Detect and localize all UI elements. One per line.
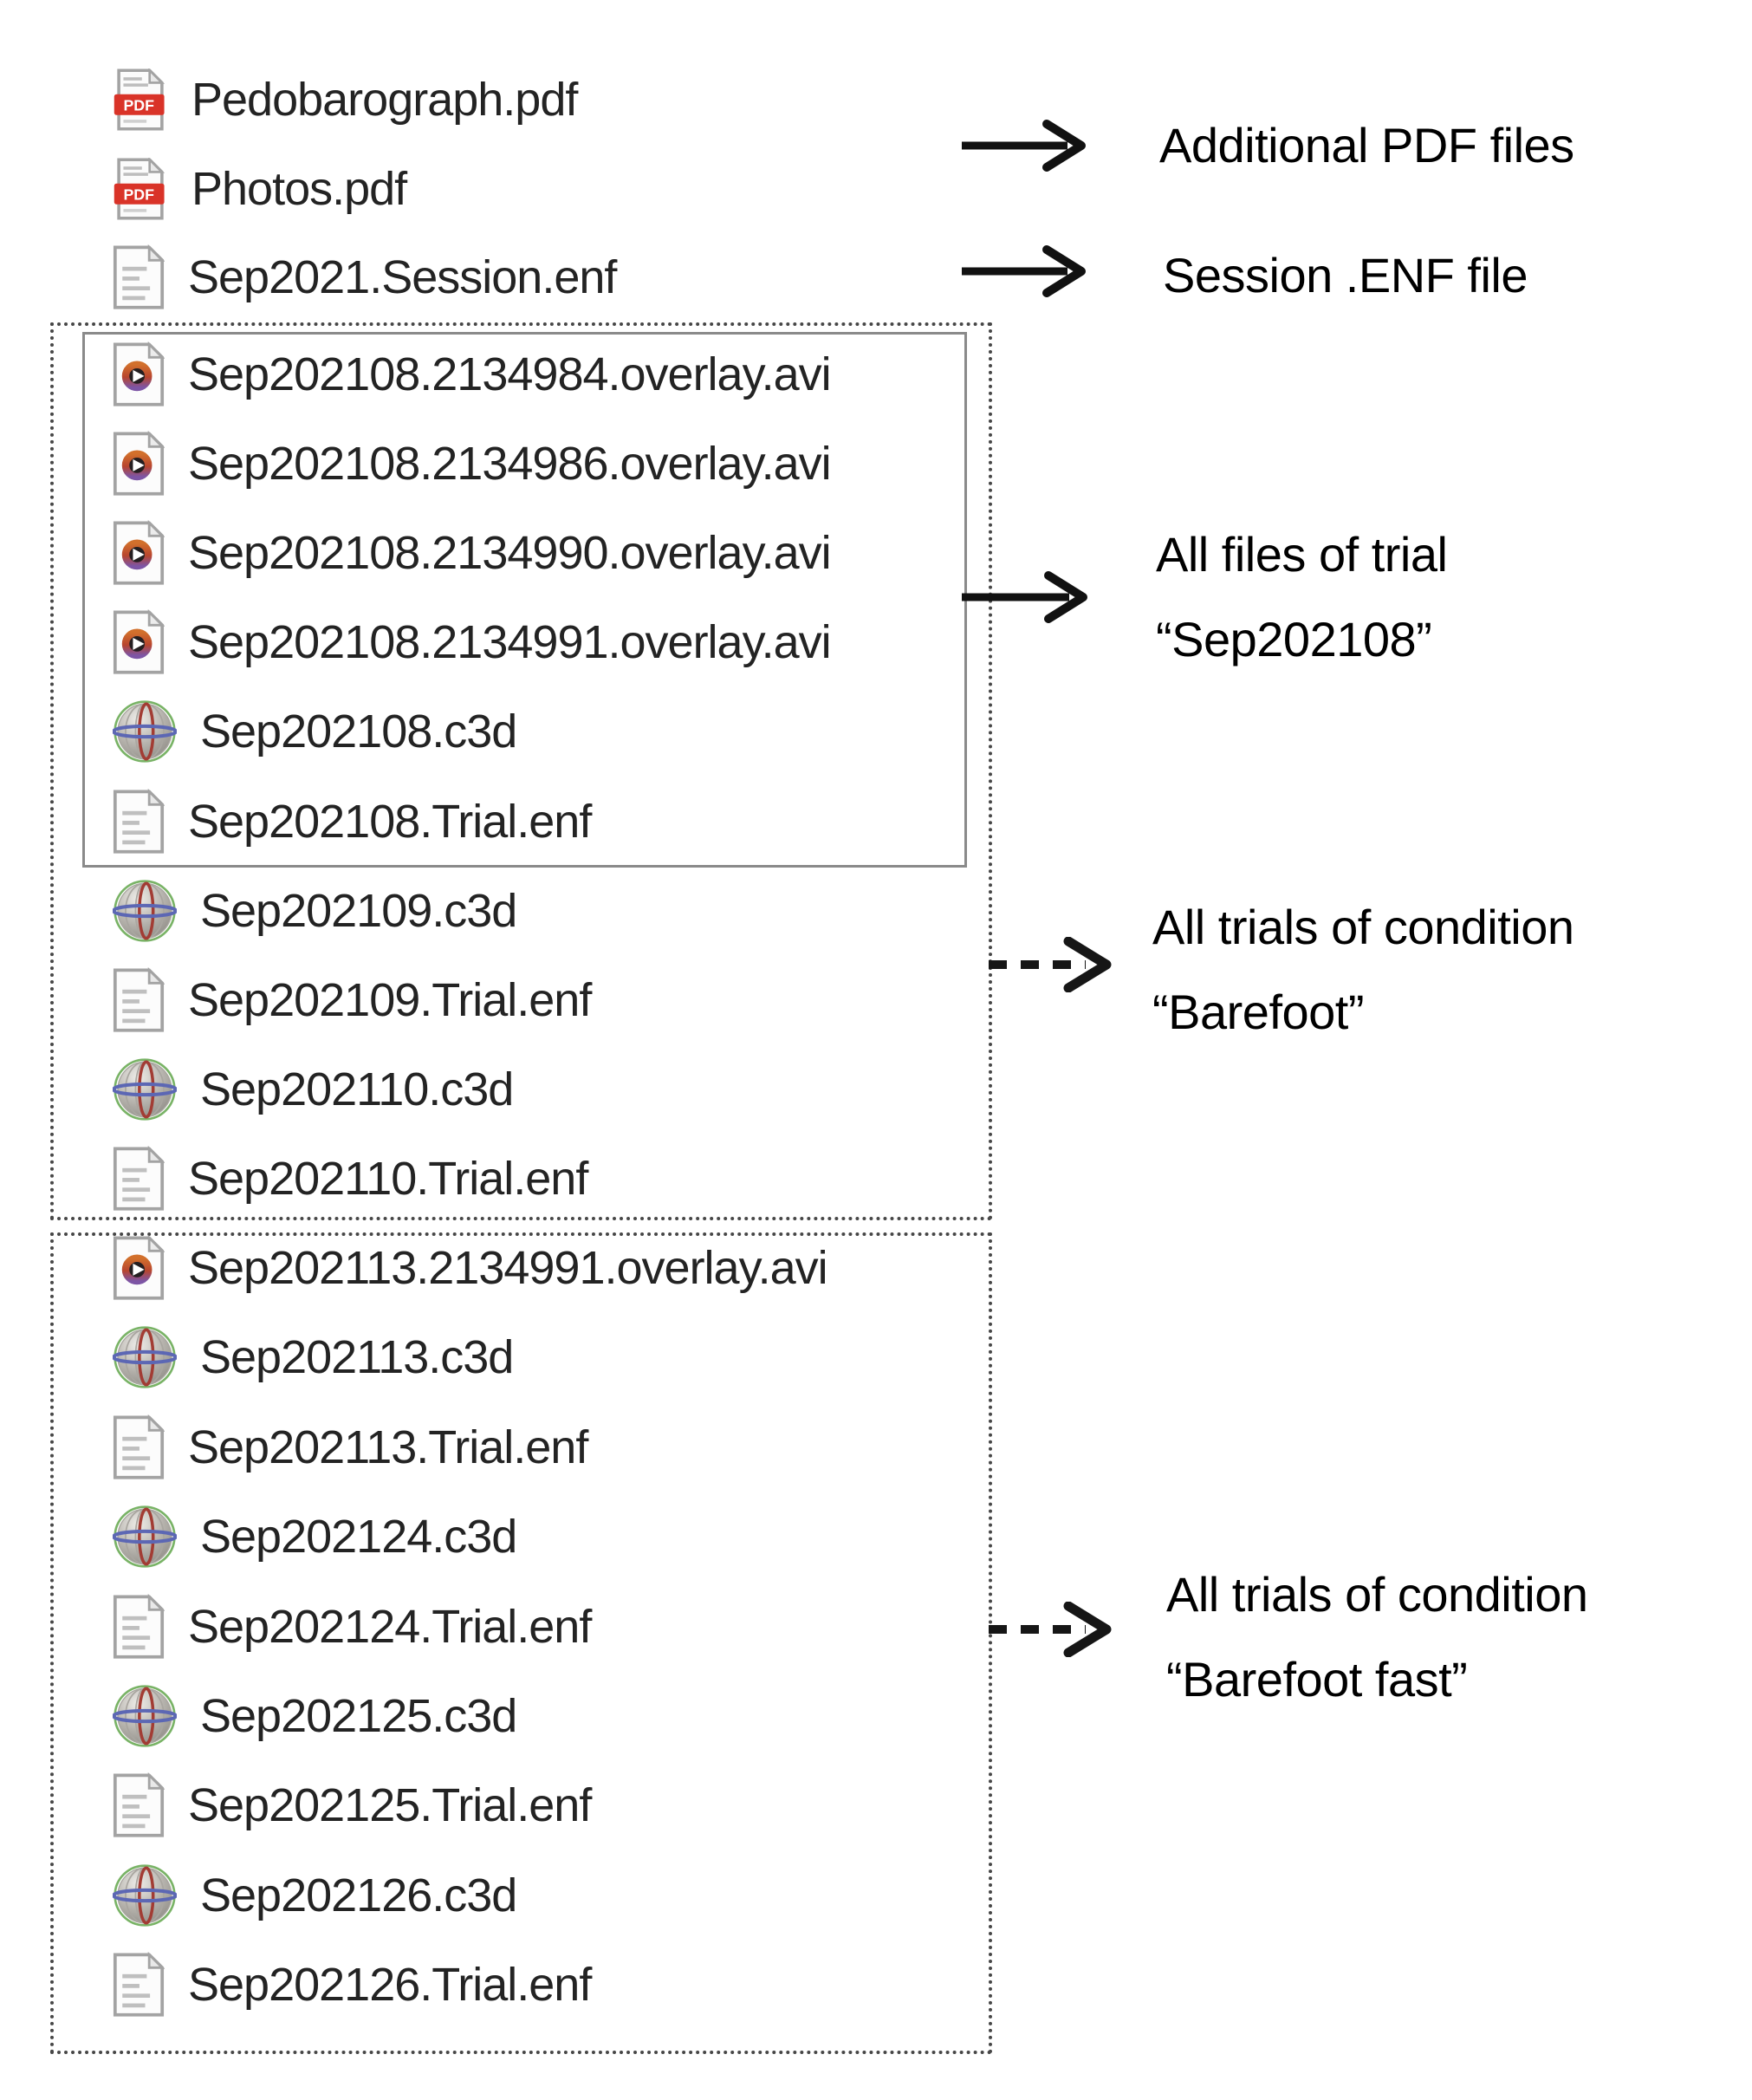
file-name: Sep202109.c3d	[200, 884, 517, 937]
video-file-icon	[113, 431, 165, 496]
file-row[interactable]: PDF Pedobarograph.pdf	[113, 64, 578, 135]
video-file-icon	[113, 341, 165, 406]
video-file-icon	[113, 609, 165, 674]
file-name: Sep202124.Trial.enf	[188, 1600, 592, 1653]
text-document-icon	[113, 1772, 165, 1837]
text-document-icon	[113, 966, 165, 1032]
c3d-motion-file-icon	[113, 1326, 177, 1389]
text-document-icon	[113, 1952, 165, 2017]
file-row[interactable]: Sep202126.Trial.enf	[113, 1949, 592, 2020]
annotation-condition-barefoot-fast: All trials of condition “Barefoot fast”	[1166, 1552, 1588, 1722]
file-row[interactable]: Sep202126.c3d	[113, 1860, 517, 1931]
file-name: Sep202124.c3d	[200, 1511, 517, 1564]
file-name: Sep202108.2134984.overlay.avi	[188, 348, 832, 400]
arrow-to-additional-pdf	[962, 120, 1086, 172]
condition-barefoot-fast-group-box	[50, 1232, 992, 2054]
file-row[interactable]: Sep202108.2134991.overlay.avi	[113, 607, 832, 678]
arrow-to-trial-label	[962, 571, 1087, 623]
file-name: Sep202108.2134986.overlay.avi	[188, 438, 832, 491]
annotation-trial-sep202108: All files of trial “Sep202108”	[1156, 512, 1448, 682]
file-row[interactable]: Sep202108.c3d	[113, 696, 517, 767]
file-name: Sep202125.Trial.enf	[188, 1779, 592, 1832]
file-row[interactable]: Sep202113.c3d	[113, 1322, 514, 1393]
c3d-motion-file-icon	[113, 879, 177, 942]
c3d-motion-file-icon	[113, 700, 177, 764]
c3d-motion-file-icon	[113, 1505, 177, 1568]
annotation-text-line1: All files of trial	[1156, 527, 1448, 582]
file-name: Sep202126.Trial.enf	[188, 1959, 592, 2012]
c3d-motion-file-icon	[113, 1685, 177, 1747]
file-row[interactable]: Sep202109.Trial.enf	[113, 965, 592, 1036]
text-document-icon	[113, 244, 165, 309]
file-name: Sep202108.2134990.overlay.avi	[188, 527, 832, 580]
file-row[interactable]: Sep202108.2134986.overlay.avi	[113, 428, 832, 499]
annotation-text-line1: All trials of condition	[1166, 1567, 1588, 1622]
text-document-icon	[113, 1593, 165, 1659]
annotation-text-line2: “Sep202108”	[1156, 612, 1432, 666]
file-name: Sep202110.c3d	[200, 1063, 514, 1115]
annotation-condition-barefoot: All trials of condition “Barefoot”	[1152, 885, 1574, 1055]
file-name: Photos.pdf	[191, 162, 407, 215]
svg-text:PDF: PDF	[123, 96, 154, 114]
file-name: Sep202108.2134991.overlay.avi	[188, 616, 832, 669]
annotation-text: Session .ENF file	[1163, 248, 1528, 302]
pdf-file-icon: PDF	[114, 157, 165, 220]
file-name: Sep202109.Trial.enf	[188, 973, 592, 1026]
video-file-icon	[113, 520, 165, 585]
file-name: Sep202110.Trial.enf	[188, 1152, 588, 1205]
file-row[interactable]: Sep202113.Trial.enf	[113, 1412, 588, 1483]
file-name: Sep2021.Session.enf	[188, 251, 617, 303]
annotation-text: Additional PDF files	[1159, 118, 1574, 172]
file-name: Sep202113.2134991.overlay.avi	[188, 1242, 828, 1294]
svg-text:PDF: PDF	[123, 185, 154, 203]
file-row[interactable]: Sep202124.c3d	[113, 1501, 517, 1572]
file-row[interactable]: Sep202125.Trial.enf	[113, 1770, 592, 1841]
annotation-text-line2: “Barefoot”	[1152, 985, 1364, 1039]
text-document-icon	[113, 788, 165, 854]
file-row[interactable]: Sep202124.Trial.enf	[113, 1591, 592, 1662]
annotation-text-line2: “Barefoot fast”	[1166, 1652, 1468, 1707]
text-document-icon	[113, 1414, 165, 1479]
file-row[interactable]: Sep202108.Trial.enf	[113, 786, 592, 857]
file-name: Sep202108.c3d	[200, 705, 517, 758]
file-row[interactable]: Sep202110.c3d	[113, 1054, 514, 1125]
annotation-session-enf: Session .ENF file	[1163, 244, 1528, 307]
file-name: Pedobarograph.pdf	[191, 74, 578, 126]
file-name: Sep202125.c3d	[200, 1690, 517, 1742]
file-row[interactable]: PDF Photos.pdf	[113, 153, 407, 224]
file-name: Sep202126.c3d	[200, 1869, 517, 1921]
arrow-to-barefoot-fast-label	[989, 1602, 1112, 1657]
c3d-motion-file-icon	[113, 1058, 177, 1121]
arrow-to-barefoot-label	[989, 937, 1112, 992]
file-row[interactable]: Sep202108.2134990.overlay.avi	[113, 517, 832, 588]
annotation-additional-pdf: Additional PDF files	[1159, 114, 1574, 177]
c3d-motion-file-icon	[113, 1864, 177, 1927]
arrow-to-session-enf	[962, 245, 1086, 297]
file-row[interactable]: Sep2021.Session.enf	[113, 242, 617, 313]
file-row[interactable]: Sep202125.c3d	[113, 1681, 517, 1752]
file-row[interactable]: Sep202109.c3d	[113, 875, 517, 946]
file-name: Sep202113.c3d	[200, 1331, 514, 1384]
video-file-icon	[113, 1235, 165, 1300]
text-document-icon	[113, 1145, 165, 1211]
file-row[interactable]: Sep202110.Trial.enf	[113, 1143, 588, 1214]
file-name: Sep202108.Trial.enf	[188, 795, 592, 848]
condition-barefoot-group-box	[50, 322, 992, 1220]
annotation-text-line1: All trials of condition	[1152, 900, 1574, 954]
file-row[interactable]: Sep202113.2134991.overlay.avi	[113, 1232, 828, 1304]
file-name: Sep202113.Trial.enf	[188, 1421, 588, 1473]
pdf-file-icon: PDF	[114, 68, 165, 131]
file-row[interactable]: Sep202108.2134984.overlay.avi	[113, 339, 832, 410]
